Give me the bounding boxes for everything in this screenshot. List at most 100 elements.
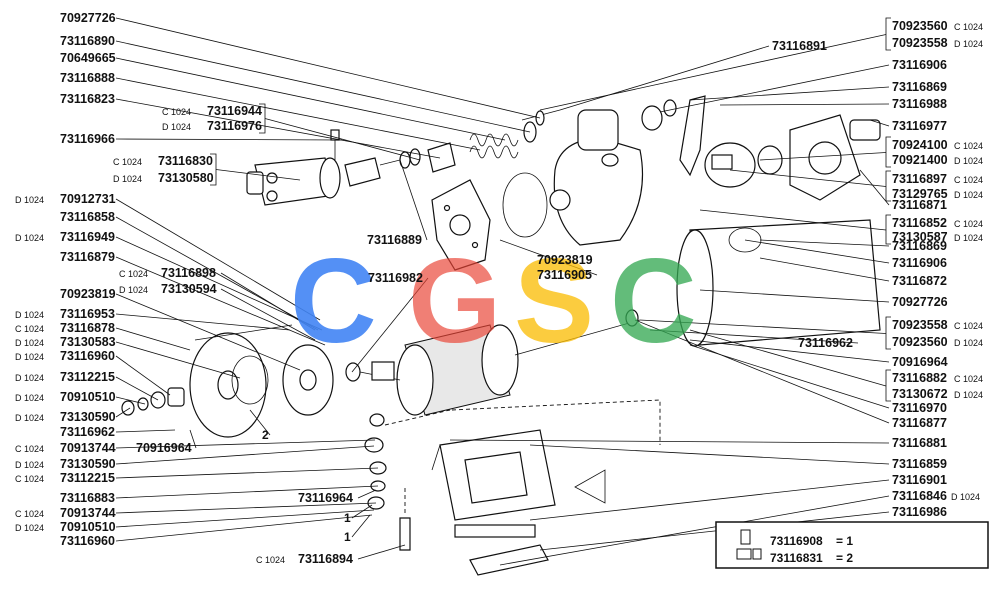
screw <box>399 517 411 551</box>
leader-line <box>115 256 326 346</box>
leader-line <box>220 288 316 341</box>
part-number-label: 73116869 <box>892 239 947 253</box>
part-number-label: 70910510 <box>60 520 116 534</box>
leader-line <box>115 198 321 321</box>
variant-code-label: C 1024 <box>954 175 983 185</box>
leader-line <box>115 485 379 499</box>
leader-line <box>115 439 376 449</box>
variant-code-label: D 1024 <box>15 460 44 470</box>
leader-line <box>115 407 131 418</box>
watermark-letter-c: C <box>610 234 697 368</box>
part-number-label: 70910510 <box>60 390 116 404</box>
variant-code-label: D 1024 <box>954 338 983 348</box>
variant-code-label: D 1024 <box>954 233 983 243</box>
watermark-cgsc: C G S C <box>290 234 697 368</box>
brush-pair-icon <box>736 548 752 560</box>
floating-part-label: 1 <box>344 511 351 525</box>
leader-line <box>115 77 481 151</box>
part-number-label: 73130590 <box>60 410 116 424</box>
floating-part-label: 73116898 <box>161 266 216 280</box>
part-number-label: 73129765 <box>892 187 948 201</box>
part-number-label: 70912731 <box>60 192 116 206</box>
leader-line <box>357 544 406 560</box>
variant-code-label: D 1024 <box>15 523 44 533</box>
part-number-label: 70927726 <box>892 295 948 309</box>
part-number-label: 73116953 <box>60 307 115 321</box>
legend-box: 73116908 = 1 73116831 = 2 <box>715 521 989 569</box>
part-number-label: 73116888 <box>60 71 115 85</box>
leader-line <box>759 239 890 247</box>
floating-part-label: 73116964 <box>298 491 353 505</box>
variant-code-label: D 1024 <box>15 233 44 243</box>
leader-line <box>115 293 301 371</box>
part-number-label: 70923558 <box>892 36 948 50</box>
leader-lines <box>115 17 891 566</box>
variant-code-label: D 1024 <box>954 156 983 166</box>
part-number-label: 73116871 <box>892 198 947 212</box>
leader-line <box>115 502 377 514</box>
leader-line <box>869 119 890 127</box>
floating-part-label: 73116894 <box>298 552 353 566</box>
part-number-label: 73116906 <box>892 58 947 72</box>
leader-line <box>559 45 770 111</box>
leader-line <box>115 313 291 331</box>
part-number-label: 73116877 <box>892 416 947 430</box>
drive-end-housing <box>549 109 644 246</box>
part-number-label: 73112215 <box>60 370 115 384</box>
part-number-label: 70913744 <box>60 441 116 455</box>
part-number-label: 70927726 <box>60 11 116 25</box>
part-number-label: 70923819 <box>60 287 116 301</box>
variant-code-label: C 1024 <box>15 474 44 484</box>
watermark-letter-g: G <box>408 234 501 368</box>
variant-code-label: C 1024 <box>162 107 191 117</box>
variant-code-label: D 1024 <box>15 373 44 383</box>
leader-line <box>115 445 375 465</box>
part-number-label: 73116869 <box>892 80 947 94</box>
part-number-label: 70924100 <box>892 138 948 152</box>
part-number-label: 73116897 <box>892 172 947 186</box>
brush-icon <box>740 529 751 545</box>
part-number-label: 73116879 <box>60 250 115 264</box>
leader-line <box>115 341 241 379</box>
leader-line <box>659 64 890 113</box>
variant-code-label: C 1024 <box>256 555 285 565</box>
leader-line <box>357 489 377 499</box>
leader-line <box>115 57 506 141</box>
leader-line <box>529 444 890 465</box>
variant-code-label: D 1024 <box>15 338 44 348</box>
variant-code-label: C 1024 <box>119 269 148 279</box>
variant-code-label: D 1024 <box>119 285 148 295</box>
variant-code-label: D 1024 <box>954 39 983 49</box>
group-bracket <box>885 214 891 245</box>
leader-line <box>699 289 890 303</box>
solenoid-part <box>246 129 341 206</box>
part-number-label: 73116960 <box>60 349 115 363</box>
triangle-marker <box>574 469 606 504</box>
leader-line <box>539 34 887 111</box>
part-number-label: 73116901 <box>892 473 947 487</box>
leader-line <box>719 103 890 106</box>
part-number-label: 73130583 <box>60 335 116 349</box>
part-number-label: 73116970 <box>892 401 947 415</box>
watermark-letter-s: S <box>514 234 594 368</box>
armature <box>359 319 641 416</box>
part-number-label: 73116881 <box>892 436 947 450</box>
leader-line <box>351 277 429 373</box>
variant-code-label: C 1024 <box>15 324 44 334</box>
group-bracket <box>885 17 891 51</box>
part-number-label: 73116988 <box>892 97 947 111</box>
leader-line <box>115 40 531 133</box>
variant-code-label: C 1024 <box>15 509 44 519</box>
part-number-label: 73116977 <box>892 119 947 133</box>
part-number-label: 70921400 <box>892 153 948 167</box>
washer-ring <box>663 99 677 117</box>
washer-ring <box>641 105 663 131</box>
variant-code-label: C 1024 <box>954 219 983 229</box>
part-number-label: 73116966 <box>60 132 115 146</box>
leader-line <box>689 329 887 387</box>
part-number-label: 73116878 <box>60 321 115 335</box>
variant-code-label: D 1024 <box>951 492 980 502</box>
bolt-stack-left <box>121 387 185 416</box>
floating-part-label: 73116982 <box>368 271 423 285</box>
